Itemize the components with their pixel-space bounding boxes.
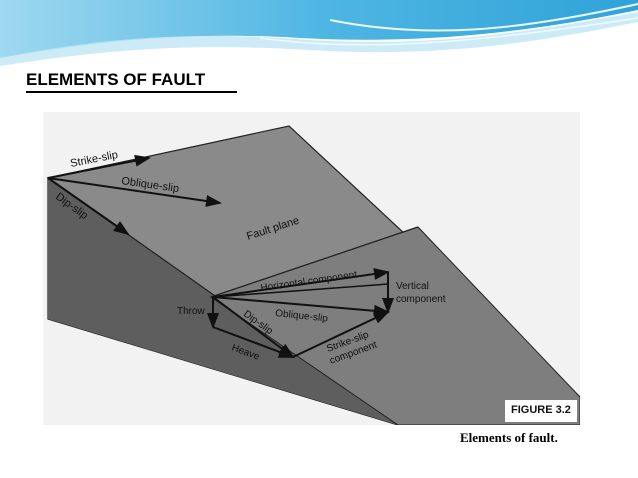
strike-slip-component-arrow	[292, 311, 390, 358]
label-throw: Throw	[177, 306, 206, 317]
figure-caption: Elements of fault.	[460, 430, 558, 445]
header-wave-decoration	[0, 0, 638, 66]
figure-number-background	[505, 400, 577, 422]
title-underline	[26, 91, 237, 93]
heave-arrow	[212, 326, 295, 358]
oblique-slip-lower-arrow	[212, 296, 390, 317]
slide-title: ELEMENTS OF FAULT	[26, 70, 206, 89]
oblique-slip-arrow	[47, 177, 222, 207]
strike-slip-arrow	[47, 154, 151, 179]
figure-number-label: FIGURE 3.2	[511, 404, 571, 416]
block-top-edge	[210, 226, 419, 298]
fault-block-diagram: Strike-slip Oblique-slip Dip-slip Fault …	[43, 112, 580, 425]
label-vertical-component-1: Vertical	[396, 281, 429, 292]
horizontal-component-arrow	[212, 268, 390, 298]
label-vertical-component-2: component	[396, 294, 446, 305]
dip-slip-arrow	[47, 177, 130, 236]
horizontal-top-line	[212, 283, 389, 298]
